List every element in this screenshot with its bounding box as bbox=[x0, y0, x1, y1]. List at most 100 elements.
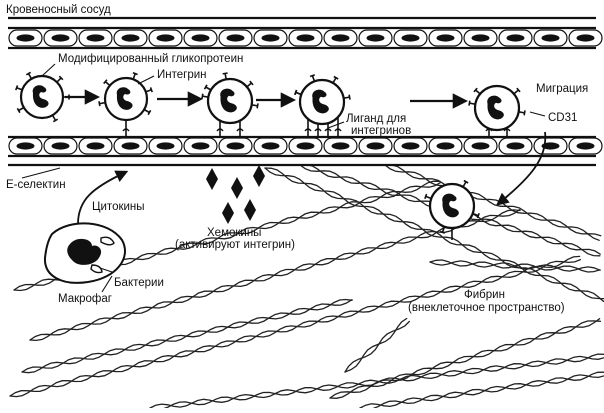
e-selectin-label: Е-селектин bbox=[6, 179, 66, 191]
bacterium-shape bbox=[100, 236, 115, 246]
endothelial-nucleus bbox=[226, 142, 245, 150]
macrophage-nucleus bbox=[67, 238, 102, 265]
surface-receptor bbox=[332, 77, 337, 84]
endothelial-nucleus bbox=[471, 142, 490, 150]
endothelial-nucleus bbox=[261, 142, 280, 150]
chemokine-diamonds bbox=[206, 165, 265, 224]
chemokine-diamond bbox=[206, 168, 218, 190]
surface-receptor bbox=[99, 101, 106, 105]
surface-receptor bbox=[224, 73, 227, 80]
endothelial-nucleus bbox=[576, 34, 595, 42]
cell-nucleus bbox=[312, 89, 329, 114]
cell-membrane bbox=[473, 84, 521, 132]
surface-receptor bbox=[52, 118, 59, 123]
endothelial-nucleus bbox=[191, 142, 210, 150]
surface-receptor bbox=[147, 109, 152, 116]
surface-receptor bbox=[294, 89, 298, 96]
surface-receptor bbox=[523, 110, 526, 116]
surface-receptor bbox=[441, 226, 446, 233]
endothelial-nucleus bbox=[331, 142, 350, 150]
integrin-ligand bbox=[485, 128, 493, 132]
fibrin-strand bbox=[429, 259, 601, 273]
endothelial-nucleus bbox=[506, 142, 525, 150]
endothelial-nucleus bbox=[16, 142, 35, 150]
leukocyte-arrested bbox=[294, 74, 351, 137]
endothelial-nucleus bbox=[506, 34, 525, 42]
flow-arrows bbox=[65, 89, 469, 109]
surface-receptor bbox=[333, 75, 339, 80]
surface-receptor bbox=[472, 212, 479, 217]
surface-receptor bbox=[132, 73, 136, 80]
surface-receptor bbox=[246, 82, 252, 88]
surface-receptor bbox=[309, 74, 316, 78]
chemokine-diamond bbox=[244, 199, 256, 221]
fibrin-strand bbox=[359, 374, 604, 409]
surface-receptor bbox=[205, 86, 212, 91]
endothelial-nucleus bbox=[541, 34, 560, 42]
surface-receptor bbox=[203, 84, 208, 90]
fibrin-strand bbox=[384, 164, 602, 237]
surface-receptor bbox=[469, 102, 476, 105]
fibrin-network bbox=[9, 164, 604, 410]
endothelial-nucleus bbox=[436, 142, 455, 150]
surface-receptor bbox=[425, 195, 432, 200]
surface-receptor bbox=[25, 71, 32, 76]
cell-membrane bbox=[19, 74, 65, 120]
endothelial-nucleus bbox=[401, 34, 420, 42]
endothelial-nucleus bbox=[576, 142, 595, 150]
fibrin-strand bbox=[29, 208, 521, 341]
cell-nucleus bbox=[32, 85, 49, 108]
endothelial-nucleus bbox=[471, 34, 490, 42]
surface-receptor bbox=[16, 107, 21, 114]
endothelial-nucleus bbox=[296, 142, 315, 150]
cytokines-label: Цитокины bbox=[92, 201, 145, 213]
cell-membrane bbox=[298, 78, 346, 126]
endothelial-nucleus bbox=[541, 142, 560, 150]
integrin-ligand bbox=[216, 128, 224, 132]
vessel-upper-wall bbox=[8, 16, 603, 50]
integrin-ligand bbox=[314, 128, 322, 132]
leukocyte-activated bbox=[201, 72, 259, 137]
surface-receptor bbox=[145, 89, 152, 93]
surface-receptor bbox=[468, 100, 471, 106]
endothelial-nucleus bbox=[86, 142, 105, 150]
surface-receptor bbox=[343, 96, 350, 99]
surface-receptor bbox=[103, 79, 108, 85]
surface-receptor bbox=[98, 101, 101, 107]
macrophage-cell bbox=[43, 222, 126, 284]
surface-receptor bbox=[201, 93, 204, 99]
bacteria-label: Бактерии bbox=[114, 277, 164, 289]
surface-receptor bbox=[27, 73, 33, 80]
endothelial-nucleus bbox=[191, 34, 210, 42]
cell-nucleus bbox=[116, 87, 133, 110]
surface-receptor bbox=[516, 87, 521, 93]
integrin-ligand bbox=[324, 128, 332, 132]
endothelial-nucleus bbox=[401, 142, 420, 150]
integrin-ligand bbox=[334, 128, 342, 132]
integrin-ligand bbox=[236, 128, 244, 132]
surface-receptor bbox=[222, 72, 228, 75]
vessel-lower-wall bbox=[8, 135, 603, 167]
surface-receptor bbox=[439, 230, 446, 234]
bacterium-shape bbox=[90, 264, 103, 274]
fibrin-strand bbox=[9, 255, 581, 398]
leukocyte-rolling bbox=[98, 72, 153, 137]
surface-receptor bbox=[132, 72, 138, 76]
macrophage-label: Макрофаг bbox=[58, 293, 112, 305]
fibrin-strand bbox=[149, 355, 604, 409]
labels: Кровеносный сосуд Модифицированный глико… bbox=[6, 4, 588, 314]
endothelial-nucleus bbox=[296, 34, 315, 42]
fibrin-label-line2: (внеклеточное пространство) bbox=[408, 302, 565, 314]
integrin-ligand bbox=[304, 128, 312, 132]
surface-receptor bbox=[15, 85, 19, 91]
surface-receptor bbox=[249, 80, 254, 86]
fibrin-strand bbox=[9, 258, 582, 397]
cell-membrane bbox=[428, 182, 476, 230]
surface-receptor bbox=[18, 106, 25, 112]
fibrin-strand bbox=[344, 320, 410, 373]
endothelial-nucleus bbox=[16, 34, 35, 42]
cell-nucleus bbox=[487, 95, 504, 120]
cell-nucleus bbox=[442, 193, 459, 218]
endothelial-nucleus bbox=[366, 34, 385, 42]
integrin-ligand bbox=[122, 128, 130, 132]
